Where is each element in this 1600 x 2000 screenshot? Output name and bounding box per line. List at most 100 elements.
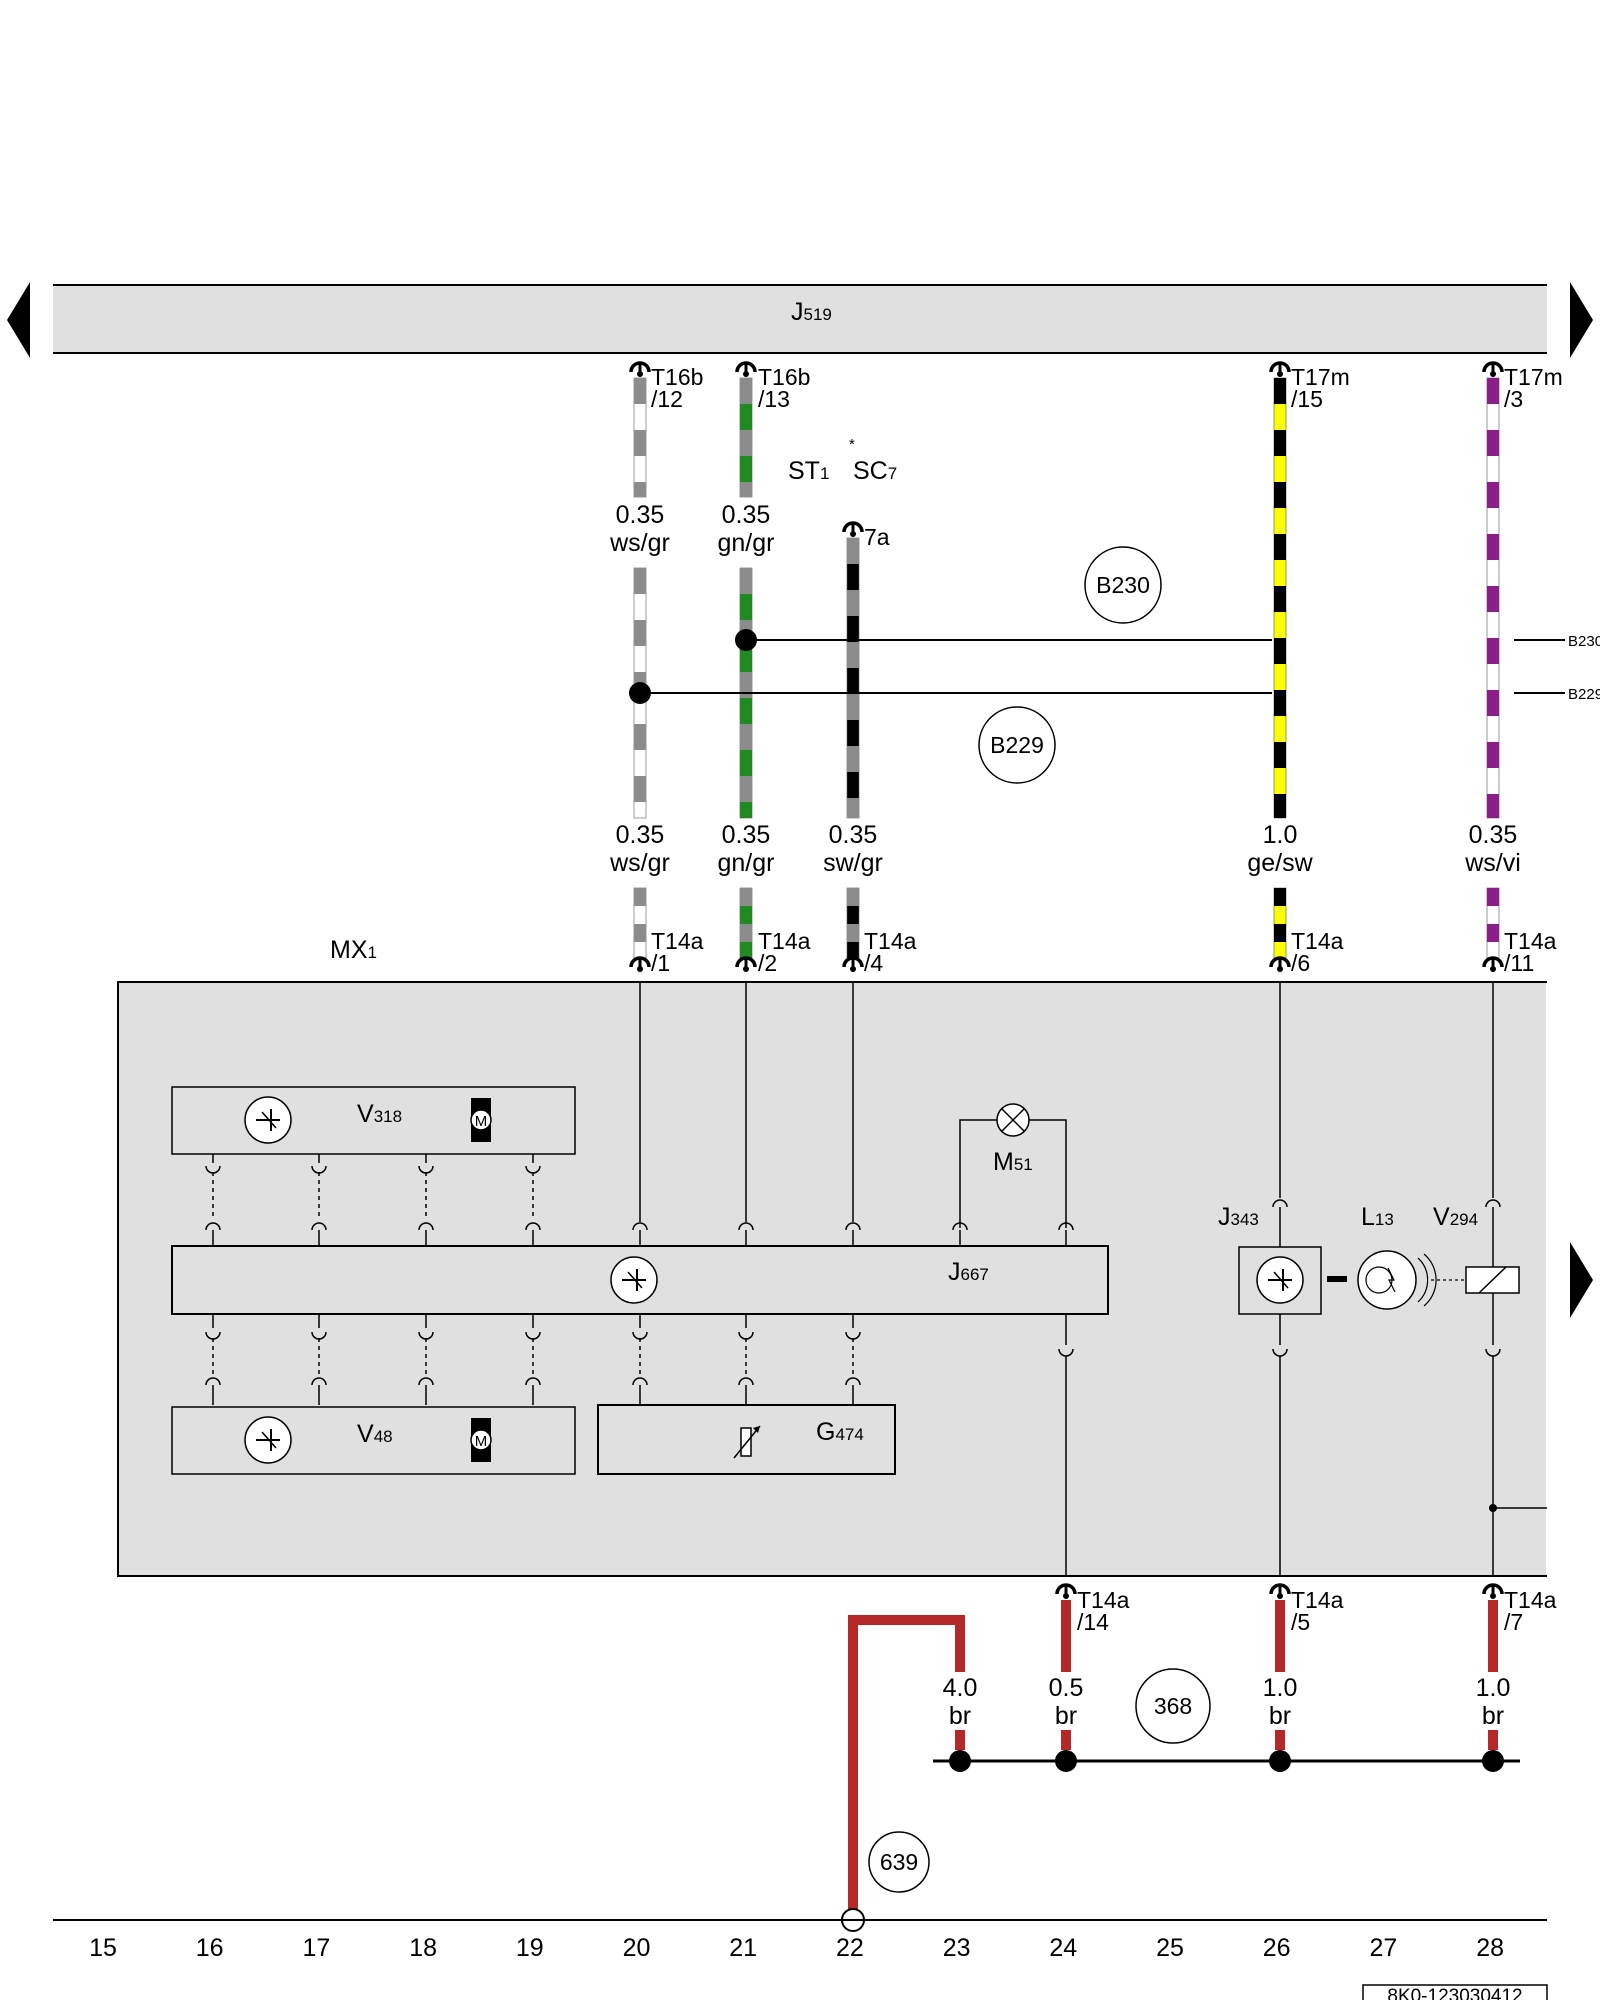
- svg-text:M: M: [475, 1113, 488, 1130]
- junction-dot: [629, 682, 651, 704]
- track-number: 23: [943, 1934, 971, 1962]
- wire-sw-gr-mid-stripe: [847, 538, 859, 564]
- callout-368: [1135, 1668, 1211, 1744]
- svg-text:L13: L13: [1361, 1203, 1394, 1231]
- mid-wires: [629, 887, 1504, 974]
- wire-gn-gr-mid-stripe: [740, 724, 752, 750]
- junction-dot: [735, 629, 757, 651]
- module-mx1-label: MX: [330, 936, 368, 964]
- svg-text:J519: J519: [791, 298, 832, 326]
- svg-text:T14a: T14a: [1504, 1587, 1557, 1613]
- control-unit-icon: [610, 1256, 658, 1304]
- svg-text:639: 639: [880, 1849, 918, 1875]
- wire-br: [1061, 1730, 1071, 1750]
- svg-text:0.35: 0.35: [722, 501, 771, 529]
- page-prev-arrow-icon[interactable]: [7, 282, 30, 358]
- mid-wire-labels: 0.35 ws/gr 0.35 gn/gr 0.35 sw/gr 1.0 ge/…: [609, 821, 1521, 877]
- svg-text:T14a: T14a: [1077, 1587, 1130, 1613]
- junction-dot: [1269, 1750, 1291, 1772]
- track-number: 24: [1049, 1934, 1077, 1962]
- edge-ref-b229: B229: [1568, 686, 1600, 703]
- track-number: 17: [302, 1934, 330, 1962]
- wire-br: [955, 1730, 965, 1750]
- svg-text:G474: G474: [816, 1418, 864, 1446]
- wire-br-4-0: [848, 1615, 965, 1912]
- svg-text:br: br: [1482, 1702, 1504, 1730]
- svg-text:B229: B229: [990, 732, 1044, 758]
- svg-text:/7: /7: [1504, 1609, 1523, 1635]
- wire-br: [1488, 1600, 1498, 1672]
- variable-resistor-icon: [733, 1425, 761, 1459]
- module-j519: J519: [53, 284, 1547, 354]
- svg-text:/11: /11: [1504, 950, 1534, 976]
- wire-ge-sw-stripe: [1274, 482, 1286, 508]
- wire-ws-vi-stub-stripe: [1487, 924, 1499, 942]
- svg-text:SC7: SC7: [853, 457, 897, 485]
- control-unit-icon: [244, 1416, 292, 1464]
- svg-text:sw/gr: sw/gr: [823, 849, 883, 877]
- connector-t14a-top-icon: [842, 956, 864, 974]
- wire-gn-gr-mid-stripe: [740, 672, 752, 698]
- t14a-bottom-labels: T14a /14 T14a /5 T14a /7: [1077, 1587, 1557, 1635]
- svg-text:/14: /14: [1077, 1609, 1109, 1635]
- connector-t17m-15-pin: /15: [1291, 386, 1323, 412]
- svg-text:0.35: 0.35: [616, 821, 665, 849]
- connector-t16b-13-icon: [735, 361, 757, 379]
- wire-ws-gr-mid-stripe: [634, 568, 646, 594]
- splice-st1: ST: [788, 457, 820, 485]
- wire-ws-gr-upper-stripe: [634, 430, 646, 456]
- xenon-lamp-icon: [1357, 1250, 1417, 1310]
- connector-t16b-12-name: T16b: [651, 364, 703, 390]
- connector-t14a-bottom-icon: [1269, 1583, 1291, 1601]
- control-unit-icon: [244, 1096, 292, 1144]
- svg-text:ge/sw: ge/sw: [1247, 849, 1313, 877]
- svg-text:J667: J667: [948, 1258, 989, 1286]
- wire-ge-sw-stub-stripe: [1274, 888, 1286, 906]
- component-g474: G474: [597, 1404, 896, 1475]
- svg-text:T14a: T14a: [1291, 1587, 1344, 1613]
- svg-text:gn/gr: gn/gr: [718, 529, 775, 557]
- svg-text:T14a: T14a: [1504, 928, 1557, 954]
- svg-text:/6: /6: [1291, 950, 1310, 976]
- wire-gn-gr-upper-stripe: [740, 430, 752, 456]
- junction-dot: [1489, 1504, 1497, 1512]
- wire-ws-gr-upper-stripe: [634, 482, 646, 497]
- callout-b229: [978, 706, 1056, 784]
- upper-wires: [629, 361, 1504, 819]
- splice-terminal-icon: [842, 521, 864, 539]
- svg-text:T14a: T14a: [651, 928, 704, 954]
- svg-text:T14a: T14a: [1291, 928, 1344, 954]
- connector-t16b-13-name: T16b: [758, 364, 810, 390]
- page-next-arrow-icon[interactable]: [1570, 282, 1593, 358]
- connector-t14a-top-icon: [1269, 956, 1291, 974]
- wire-sw-gr-mid-stripe: [847, 798, 859, 818]
- wire-sw-gr-mid-stripe: [847, 642, 859, 668]
- svg-text:0.35: 0.35: [722, 821, 771, 849]
- svg-text:T14a: T14a: [864, 928, 917, 954]
- wire-ws-vi-stub-stripe: [1487, 888, 1499, 906]
- wire-ge-sw-stripe: [1274, 534, 1286, 560]
- wire-br: [1061, 1600, 1071, 1672]
- component-j667: J667: [171, 1245, 1109, 1315]
- page-next-arrow-lower-icon[interactable]: [1570, 1242, 1593, 1318]
- connector-t17m-3-name: T17m: [1504, 364, 1563, 390]
- component-v294: V294: [1431, 1203, 1520, 1294]
- svg-text:br: br: [1269, 1702, 1291, 1730]
- connector-t16b-12-icon: [629, 361, 651, 379]
- connector-t16b-13-pin: /13: [758, 386, 790, 412]
- track-number: 21: [729, 1934, 757, 1962]
- wire-ws-vi-stripe: [1487, 482, 1499, 508]
- edge-ref-b230: B230: [1568, 633, 1600, 650]
- t14a-top-labels: T14a /1 T14a /2 T14a /4 T14a /6 T14a /11: [651, 928, 1557, 976]
- component-m51: M51: [959, 1103, 1067, 1228]
- svg-text:ws/vi: ws/vi: [1464, 849, 1521, 877]
- mx1-internal-wiring: [205, 982, 1547, 1576]
- component-l13: L13: [1357, 1203, 1437, 1310]
- svg-text:1.0: 1.0: [1476, 1674, 1511, 1702]
- track-number: 19: [516, 1934, 544, 1962]
- upper-connector-labels: T16b /12 T16b /13 T17m /15 T17m /3: [651, 364, 1563, 412]
- upper-wire-labels: 0.35 ws/gr 0.35 gn/gr: [609, 501, 774, 557]
- connector-t17m-3-icon: [1482, 361, 1504, 379]
- svg-text:368: 368: [1154, 1693, 1192, 1719]
- track-number: 27: [1369, 1934, 1397, 1962]
